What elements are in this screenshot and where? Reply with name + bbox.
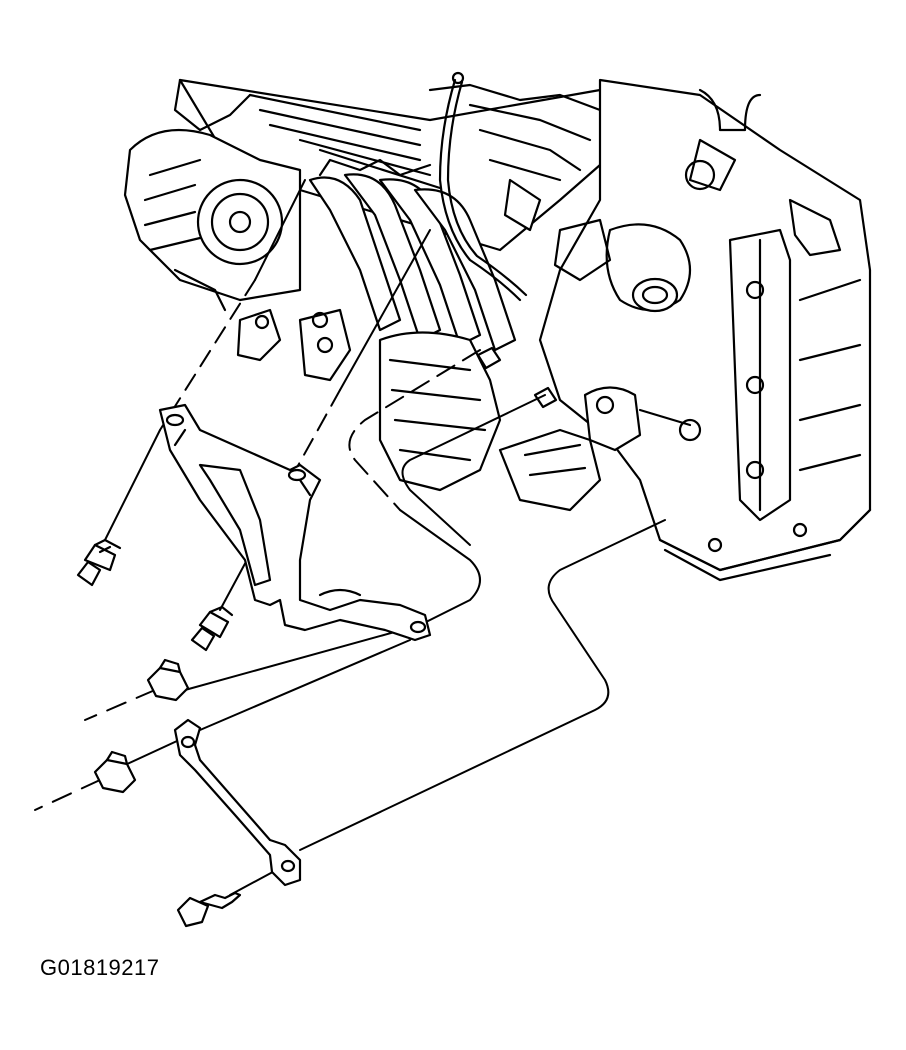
intake-manifold bbox=[310, 160, 515, 350]
leader-line-strap-upper bbox=[200, 640, 410, 730]
figure-id-label: G01819217 bbox=[40, 955, 160, 980]
leader-lines bbox=[35, 180, 665, 895]
leader-line-upper-mid bbox=[340, 230, 430, 390]
leader-line-nut-lower-dashed bbox=[35, 780, 100, 810]
bolt-upper-left bbox=[78, 540, 120, 585]
alternator bbox=[125, 130, 300, 310]
bolt-upper-right bbox=[192, 607, 232, 650]
sensor-assembly bbox=[585, 388, 700, 451]
leader-line-center-loop bbox=[349, 350, 480, 510]
nut-lower bbox=[95, 752, 135, 792]
oil-pan-flange bbox=[660, 510, 870, 580]
leader-line-bracket-left bbox=[105, 430, 160, 540]
leader-line-nut-upper-dashed bbox=[85, 690, 155, 720]
engine-stud bbox=[478, 348, 556, 407]
nut-upper bbox=[148, 660, 188, 700]
leader-line-nut-upper bbox=[185, 625, 420, 690]
leader-line-stud bbox=[403, 395, 546, 545]
wiring-harness bbox=[440, 73, 540, 300]
thermostat-housing bbox=[555, 220, 690, 311]
manifold-brackets bbox=[238, 310, 350, 380]
leader-line-center-loop-2 bbox=[400, 510, 480, 625]
leader-line-right-long bbox=[300, 520, 665, 850]
leader-line-upper-left-dashed bbox=[160, 280, 255, 430]
support-strap bbox=[175, 720, 300, 885]
leader-line-upper-left bbox=[255, 180, 305, 280]
support-bracket bbox=[160, 405, 430, 640]
exhaust-crossover bbox=[380, 333, 600, 511]
engine-assembly bbox=[125, 73, 870, 580]
bolt-lower bbox=[178, 893, 240, 926]
